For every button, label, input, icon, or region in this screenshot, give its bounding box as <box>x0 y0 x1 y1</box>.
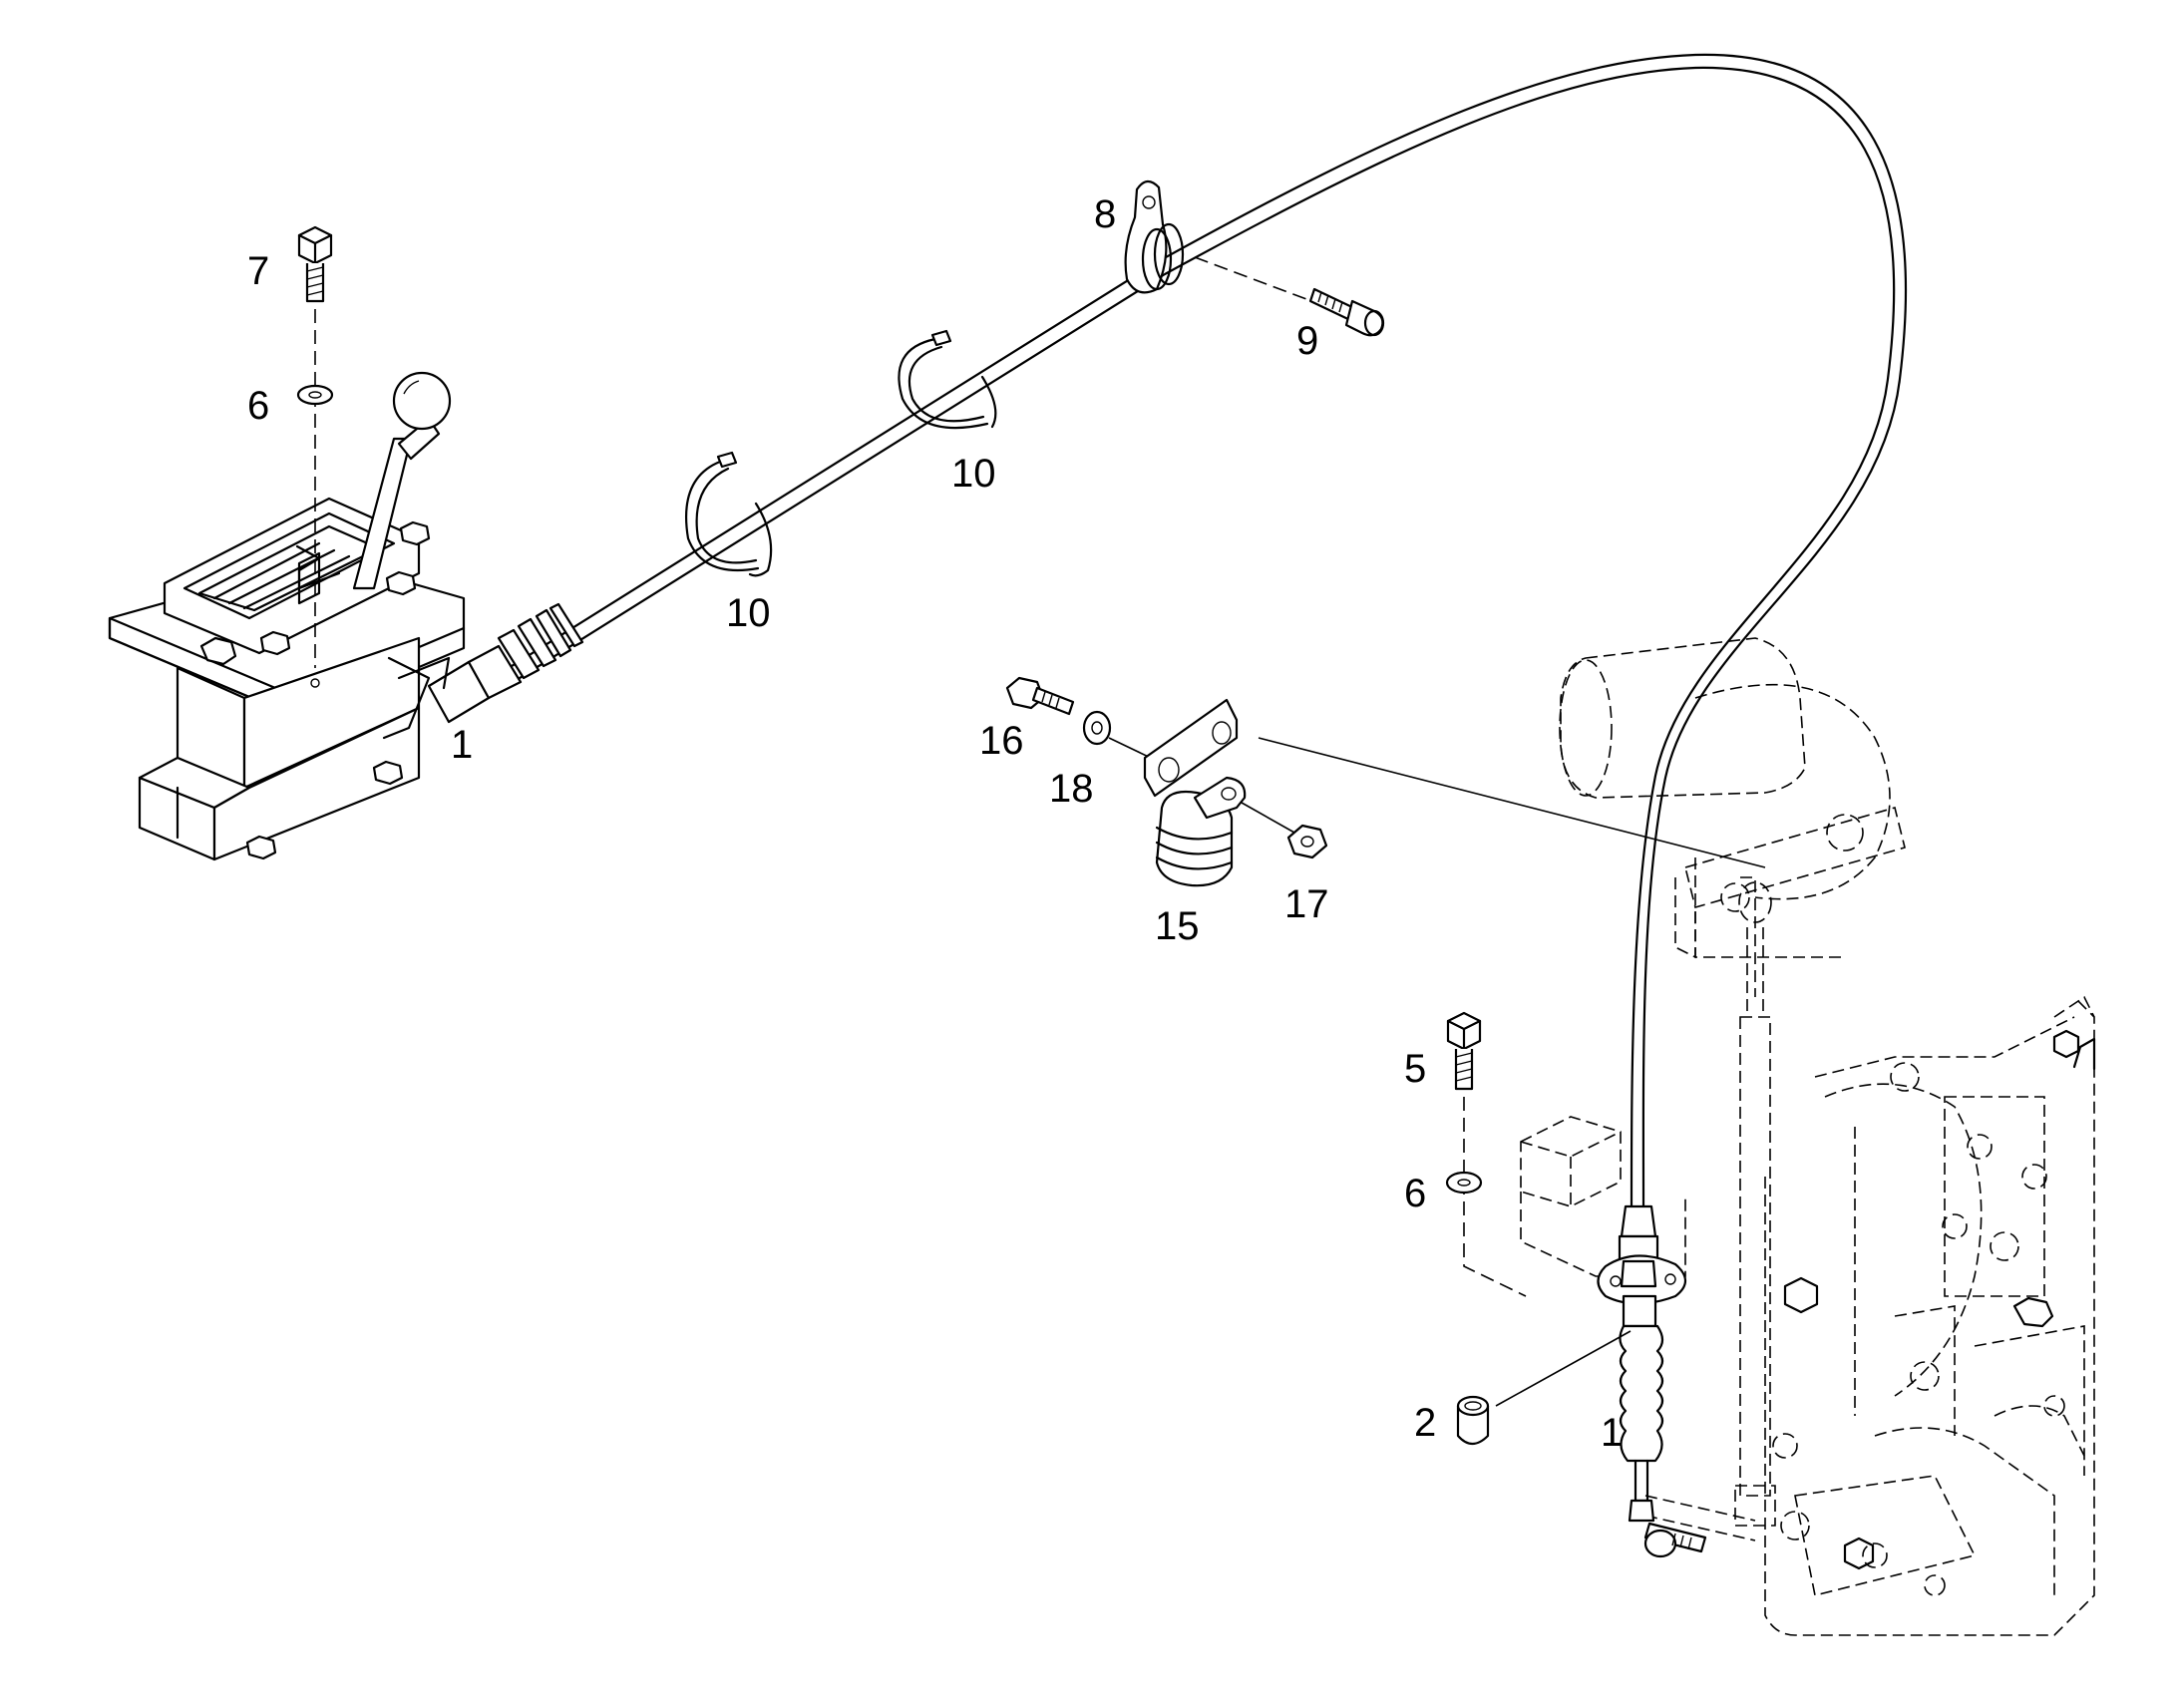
callout-15: 15 <box>1155 904 1200 948</box>
callout-9: 9 <box>1296 319 1318 363</box>
callout-8: 8 <box>1094 192 1116 236</box>
part-6-washer-right <box>1445 1171 1483 1195</box>
part-15-clip <box>1155 776 1247 887</box>
callout-18: 18 <box>1049 767 1094 811</box>
control-cable <box>467 53 1908 1208</box>
part-5-bolt <box>1446 1011 1482 1091</box>
part-7-bolt <box>297 225 333 303</box>
callout-7: 7 <box>247 249 269 293</box>
part-8-cable-clamp <box>1124 179 1185 294</box>
leader-clip-to-17 <box>1241 802 1295 834</box>
callout-1-lever: 1 <box>451 723 473 767</box>
linkage-rod-ghost <box>1644 927 1776 1541</box>
leader-5-to-bracket <box>1463 1097 1527 1297</box>
callout-5: 5 <box>1404 1047 1426 1091</box>
part-10-cable-tie-b <box>898 329 997 430</box>
leader-8-to-9 <box>1194 256 1315 303</box>
callout-16: 16 <box>979 719 1024 763</box>
callout-6-left: 6 <box>247 384 269 428</box>
callout-10-tie-a: 10 <box>726 591 771 635</box>
leader-15-to-engine-bracket <box>1258 737 1766 868</box>
part-10-cable-tie-a <box>684 451 773 577</box>
governor-lever-bracket <box>1674 807 1906 997</box>
cable-mount-bracket-ghost <box>1520 1116 1686 1277</box>
part-15-clip-plate <box>1143 698 1239 798</box>
engine-block-ghost <box>1559 637 2096 1636</box>
part-2-bushing <box>1456 1395 1490 1446</box>
callout-10-tie-b: 10 <box>951 452 996 496</box>
callout-2: 2 <box>1414 1401 1436 1445</box>
callout-17: 17 <box>1284 882 1329 926</box>
callout-1-cable: 1 <box>1601 1411 1623 1455</box>
cable-end-fitting-left <box>427 602 584 724</box>
part-6-washer-left <box>296 384 334 406</box>
shift-lever-assembly <box>108 371 466 861</box>
part-9-screw <box>1308 287 1385 337</box>
callout-6-right: 6 <box>1404 1172 1426 1215</box>
part-18-washer <box>1082 710 1112 746</box>
part-17-nut <box>1286 824 1328 859</box>
leader-2-to-flange <box>1495 1330 1632 1407</box>
cable-end-fitting-right <box>1597 1204 1707 1558</box>
part-16-bolt <box>1005 676 1075 716</box>
